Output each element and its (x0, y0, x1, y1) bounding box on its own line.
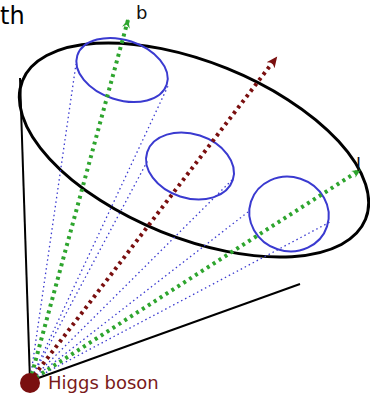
jet-axis-arrow (30, 58, 276, 381)
cone-side (30, 284, 300, 381)
particle-label: Higgs boson (48, 374, 159, 392)
subjet-ellipses (68, 27, 338, 262)
cone-rim (0, 0, 370, 301)
quark-label: b (136, 4, 147, 22)
quark-label: l (356, 156, 361, 174)
cut-text: th (0, 4, 25, 28)
b-axis-arrow (30, 170, 360, 381)
subjet-lines (30, 64, 330, 381)
higgs-dot (20, 373, 40, 393)
